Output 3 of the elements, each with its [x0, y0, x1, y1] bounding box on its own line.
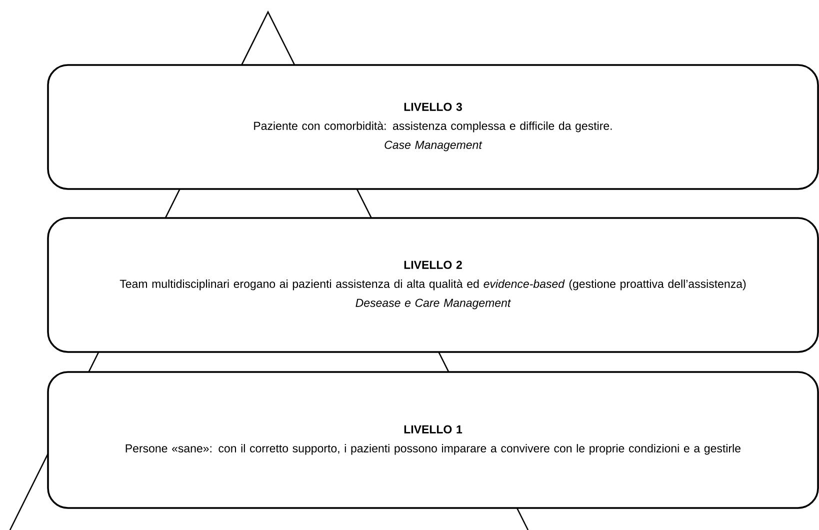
level-box: LIVELLO 3 Paziente con comorbidità: assistenza complessa e difficile da gestire. Case Management [47, 64, 819, 190]
level-box: LIVELLO 2 Team multidisciplinari erogano ai pazienti assistenza di alta qualità ed evidence-based (gestione proattiva dell’assistenza) Desease e Care Management [47, 217, 819, 353]
level-box: LIVELLO 1 Persone «sane»: con il corretto supporto, i pazienti possono imparare a convivere con le proprie condizioni e a gestirle [47, 371, 819, 509]
